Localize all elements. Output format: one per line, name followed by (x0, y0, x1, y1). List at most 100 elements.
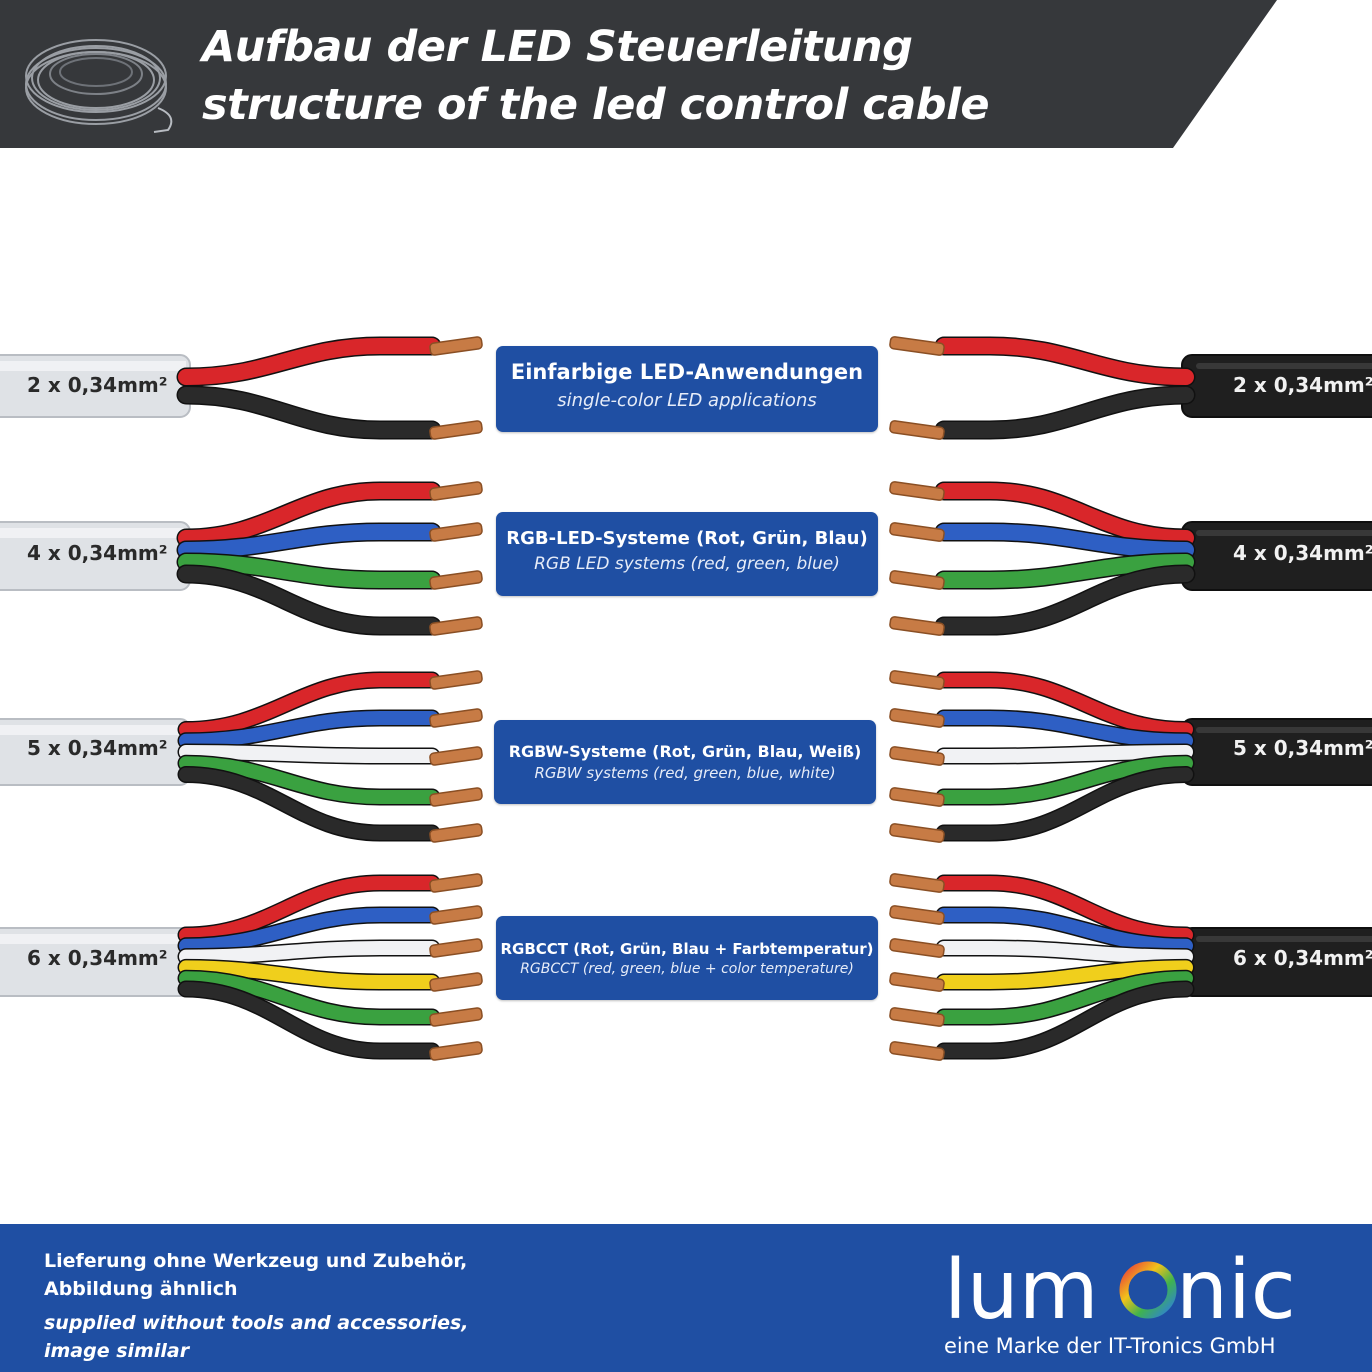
wire-right-red (937, 673, 1193, 737)
copper-tip-left-red (429, 873, 483, 893)
label-rgbw-en: RGBW systems (red, green, blue, white) (534, 764, 836, 782)
label-rgbcct-en: RGBCCT (red, green, blue + color tempera… (520, 961, 854, 977)
title-german: Aufbau der LED Steuerleitung (202, 22, 913, 72)
copper-tip-right-black (889, 1041, 945, 1061)
wire-left-black (178, 387, 440, 438)
copper-tip-left-white (429, 938, 483, 958)
lumonic-logo: lum nic (944, 1246, 1296, 1330)
label-rgbw-de: RGBW-Systeme (Rot, Grün, Blau, Weiß) (508, 742, 862, 761)
footer-note-de-2: Abbildung ähnlich (44, 1278, 238, 1300)
cable-jacket-right-highlight (1196, 936, 1372, 942)
copper-tip-left-green (429, 1007, 483, 1027)
copper-tip-left-black (429, 616, 483, 636)
copper-tip-right-green (889, 570, 945, 590)
copper-tip-right-blue (889, 905, 945, 925)
label-rgbcct-de: RGBCCT (Rot, Grün, Blau + Farbtemperatur… (500, 940, 874, 958)
wire-left-red (178, 483, 440, 546)
copper-tip-right-green (889, 1007, 945, 1027)
wire-left-green (179, 971, 439, 1024)
copper-tip-right-black (889, 616, 945, 636)
copper-tip-right-white (889, 746, 945, 766)
cable-jacket-right-highlight (1196, 363, 1372, 369)
cable-jacket-left-highlight (0, 725, 186, 735)
copper-tip-left-green (429, 787, 483, 807)
copper-tip-right-blue (889, 708, 945, 728)
copper-tip-left-blue (429, 905, 483, 925)
wire-left-black (178, 566, 440, 634)
label-rgb-en: RGB LED systems (red, green, blue) (534, 554, 840, 574)
wire-right-red (936, 338, 1194, 385)
wire-left-blue (178, 524, 440, 558)
footer-banner: Lieferung ohne Werkzeug und Zubehör, Abb… (0, 1224, 1372, 1372)
label-single-color-en: single-color LED applications (557, 390, 817, 411)
wire-left-green (178, 554, 440, 588)
copper-tip-left-black (429, 1041, 483, 1061)
copper-tip-left-red (429, 481, 483, 501)
title-english: structure of the led control cable (202, 80, 989, 130)
wire-right-white (937, 745, 1193, 763)
copper-tip-left-black (429, 823, 483, 843)
size-left-4-core: 4 x 0,34mm² (27, 541, 168, 565)
size-left-2-core: 2 x 0,34mm² (27, 373, 168, 397)
label-box-single-color: Einfarbige LED-Anwendungen single-color … (496, 346, 878, 432)
wire-left-white (179, 941, 439, 964)
copper-tip-right-red (889, 873, 945, 893)
wire-right-blue (937, 711, 1193, 748)
cable-jacket-right-highlight (1196, 530, 1372, 536)
cable-coil-icon (25, 39, 173, 133)
copper-tip-left-blue (429, 522, 483, 542)
copper-tip-left-white (429, 746, 483, 766)
copper-tip-right-yellow (889, 972, 945, 992)
brand-subtitle: eine Marke der IT-Tronics GmbH (944, 1334, 1276, 1358)
wire-right-black (937, 767, 1193, 840)
wire-left-black (179, 982, 439, 1058)
size-left-6-core: 6 x 0,34mm² (27, 946, 168, 970)
footer-note-de-1: Lieferung ohne Werkzeug und Zubehör, (44, 1250, 468, 1272)
copper-tip-left-blue (429, 708, 483, 728)
wire-right-blue (936, 524, 1194, 558)
wire-left-red (178, 338, 440, 385)
wire-right-blue (937, 908, 1193, 953)
brand-text-right: nic (1176, 1246, 1296, 1330)
copper-tip-right-green (889, 787, 945, 807)
wire-right-green (936, 554, 1194, 588)
brand-color-ring-icon (1119, 1261, 1177, 1319)
cable-jacket-left-highlight (0, 361, 186, 371)
wire-left-blue (179, 908, 439, 953)
copper-tip-left-black (429, 420, 483, 440)
wire-right-green (937, 971, 1193, 1024)
footer-note-en-2: image similar (44, 1340, 190, 1362)
cable-jacket-left-highlight (0, 934, 186, 944)
wire-right-white (937, 941, 1193, 964)
wire-left-green (179, 756, 439, 804)
size-right-5-core: 5 x 0,34mm² (1233, 736, 1372, 760)
label-box-rgb: RGB-LED-Systeme (Rot, Grün, Blau) RGB LE… (496, 512, 878, 596)
size-right-4-core: 4 x 0,34mm² (1233, 541, 1372, 565)
copper-tip-right-red (889, 670, 945, 690)
wire-right-black (936, 566, 1194, 634)
label-box-rgbcct: RGBCCT (Rot, Grün, Blau + Farbtemperatur… (496, 916, 878, 1000)
copper-tip-right-black (889, 420, 945, 440)
copper-tip-right-white (889, 938, 945, 958)
wire-right-black (936, 387, 1194, 438)
size-left-5-core: 5 x 0,34mm² (27, 736, 168, 760)
wire-right-green (937, 756, 1193, 804)
wire-left-black (179, 767, 439, 840)
cable-jacket-left-highlight (0, 528, 186, 538)
copper-tip-left-green (429, 570, 483, 590)
wire-right-red (937, 876, 1193, 942)
cable-jacket-right-highlight (1196, 727, 1372, 733)
brand-text-left: lum (944, 1246, 1099, 1330)
copper-tip-left-red (429, 670, 483, 690)
copper-tip-right-blue (889, 522, 945, 542)
size-right-2-core: 2 x 0,34mm² (1233, 373, 1372, 397)
footer-note-en-1: supplied without tools and accessories, (44, 1312, 469, 1334)
wire-right-red (936, 483, 1194, 546)
header-background (0, 0, 1277, 148)
wire-right-black (937, 982, 1193, 1058)
wire-left-red (179, 673, 439, 737)
wire-left-blue (179, 711, 439, 748)
label-box-rgbw: RGBW-Systeme (Rot, Grün, Blau, Weiß) RGB… (494, 720, 876, 804)
copper-tip-right-red (889, 336, 945, 356)
